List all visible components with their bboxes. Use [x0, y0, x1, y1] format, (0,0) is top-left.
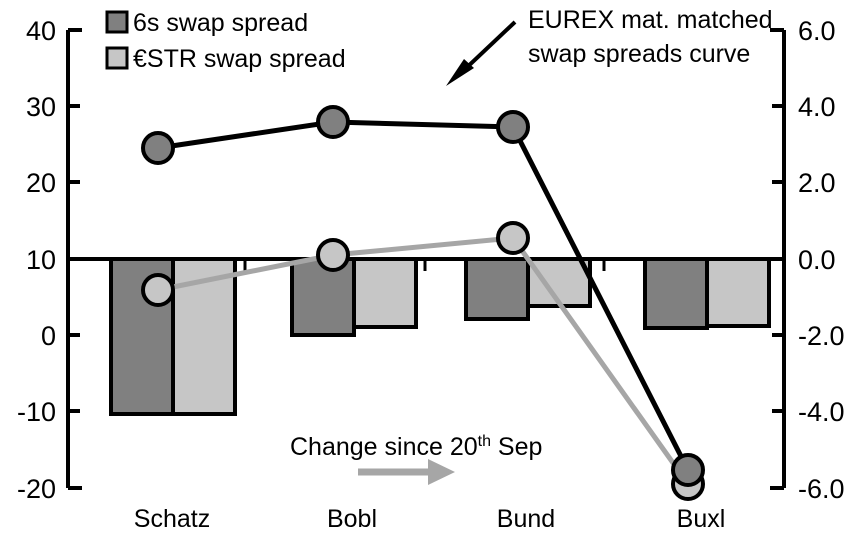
right-tick-label: -4.0: [798, 397, 845, 427]
legend-label-estr: €STR swap spread: [133, 45, 346, 73]
callout-line-2: swap spreads curve: [528, 40, 750, 68]
legend-swatch-6s-icon: [105, 10, 129, 34]
eurex-curve-line: [157, 119, 691, 472]
category-axis-labels: Schatz Bobl Bund Buxl: [134, 505, 726, 533]
estr-change-line-series: [141, 221, 705, 501]
legend-item-estr-swap-spread[interactable]: €STR swap spread: [105, 45, 346, 73]
estr-change-marker: [141, 273, 175, 307]
callout-line-1: EUREX mat. matched: [528, 6, 773, 34]
category-label-schatz: Schatz: [134, 505, 210, 533]
right-tick-label: 6.0: [798, 16, 836, 46]
right-tick-label: -6.0: [798, 474, 845, 504]
change-note-text: Change since 20th Sep: [290, 433, 542, 461]
estr-change-marker: [316, 238, 350, 272]
left-tick-label: -10: [17, 397, 56, 427]
left-tick-label: 20: [26, 168, 56, 198]
right-axis-tick-labels: 6.0 4.0 2.0 0.0 -2.0 -4.0 -6.0: [798, 16, 845, 504]
eurex-curve-marker: [316, 105, 350, 139]
eurex-curve-marker: [141, 131, 175, 165]
estr-change-marker: [496, 221, 530, 255]
bar-group-buxl: [643, 257, 771, 330]
arrow-down-left-icon: [446, 20, 517, 86]
legend: 6s swap spread €STR swap spread: [105, 9, 346, 73]
category-separator-ticks: [243, 259, 606, 271]
eurex-curve-callout: EUREX mat. matched swap spreads curve: [446, 6, 773, 86]
change-note-superscript: th: [478, 433, 491, 450]
change-since-note: Change since 20th Sep: [290, 433, 542, 485]
bar-group-bund: [464, 257, 592, 321]
legend-item-6s-swap-spread[interactable]: 6s swap spread: [105, 9, 308, 37]
legend-label-6s: 6s swap spread: [133, 9, 308, 37]
legend-swatch-estr-icon: [105, 46, 129, 70]
change-note-text-after: Sep: [491, 433, 542, 461]
left-tick-label: 0: [41, 321, 56, 351]
estr-change-line: [157, 235, 691, 486]
bar-6s-bund: [464, 257, 530, 321]
right-tick-label: -2.0: [798, 321, 845, 351]
bar-estr-buxl: [705, 257, 771, 328]
bar-group-bobl: [290, 257, 418, 337]
left-axis-tick-labels: 40 30 20 10 0 -10 -20: [17, 16, 56, 504]
left-tick-label: 40: [26, 16, 56, 46]
left-tick-label: 10: [26, 245, 56, 275]
eurex-curve-marker: [496, 110, 530, 144]
eurex-curve-series: [141, 105, 705, 487]
left-tick-label: -20: [17, 474, 56, 504]
category-label-bobl: Bobl: [327, 505, 377, 533]
bar-6s-buxl: [643, 257, 709, 330]
change-note-text-before: Change since 20: [290, 433, 478, 461]
left-tick-label: 30: [26, 92, 56, 122]
category-label-buxl: Buxl: [677, 505, 726, 533]
category-label-bund: Bund: [497, 505, 555, 533]
right-tick-label: 4.0: [798, 92, 836, 122]
arrow-right-icon: [358, 459, 455, 485]
eurex-curve-marker: [671, 453, 705, 487]
right-tick-label: 2.0: [798, 168, 836, 198]
bar-estr-bobl: [352, 257, 418, 329]
bar-6s-bobl: [290, 257, 356, 337]
right-tick-label: 0.0: [798, 245, 836, 275]
